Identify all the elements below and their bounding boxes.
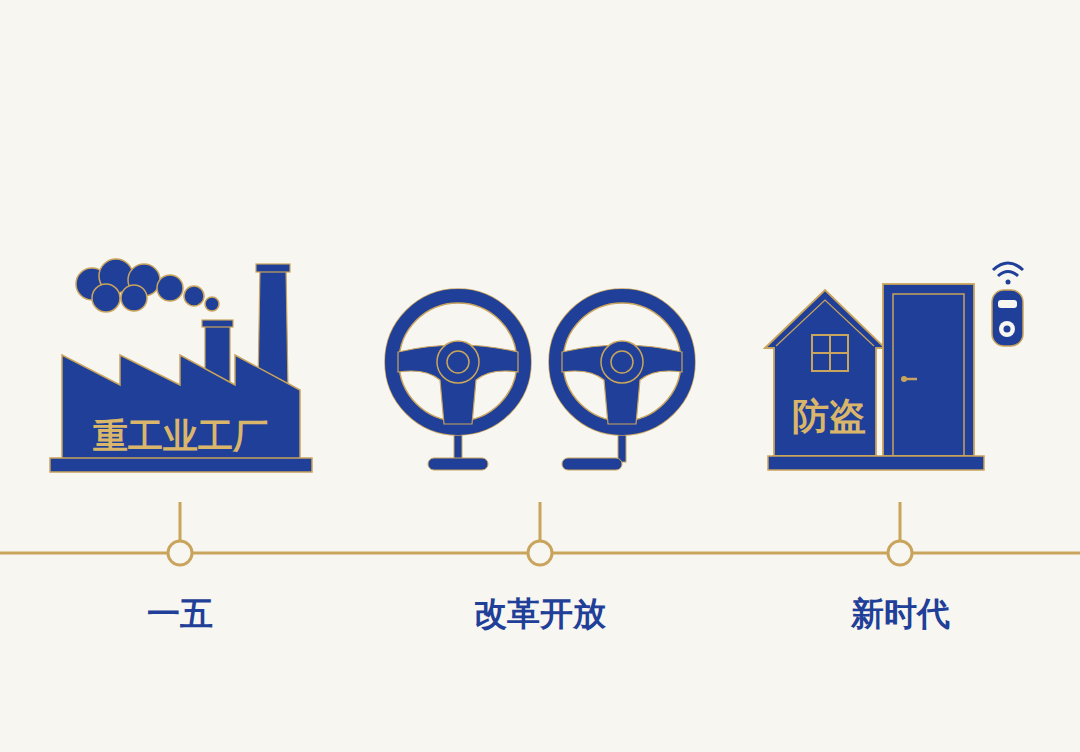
timeline-label: 新时代 <box>851 592 950 637</box>
house-icon: 防盗 <box>762 280 988 472</box>
node-label: 重工业工厂 <box>93 413 268 460</box>
timeline-dots <box>168 541 912 565</box>
smart-lock <box>992 263 1023 346</box>
timeline-label: 改革开放 <box>474 592 606 637</box>
timeline-ticks <box>180 502 900 541</box>
steering-wheels <box>385 289 695 470</box>
node-label: 防盗 <box>792 392 866 442</box>
factory-icon: 重工业工厂 <box>48 258 314 474</box>
house-icon-shape <box>762 280 988 472</box>
timeline-label: 一五 <box>147 592 213 637</box>
